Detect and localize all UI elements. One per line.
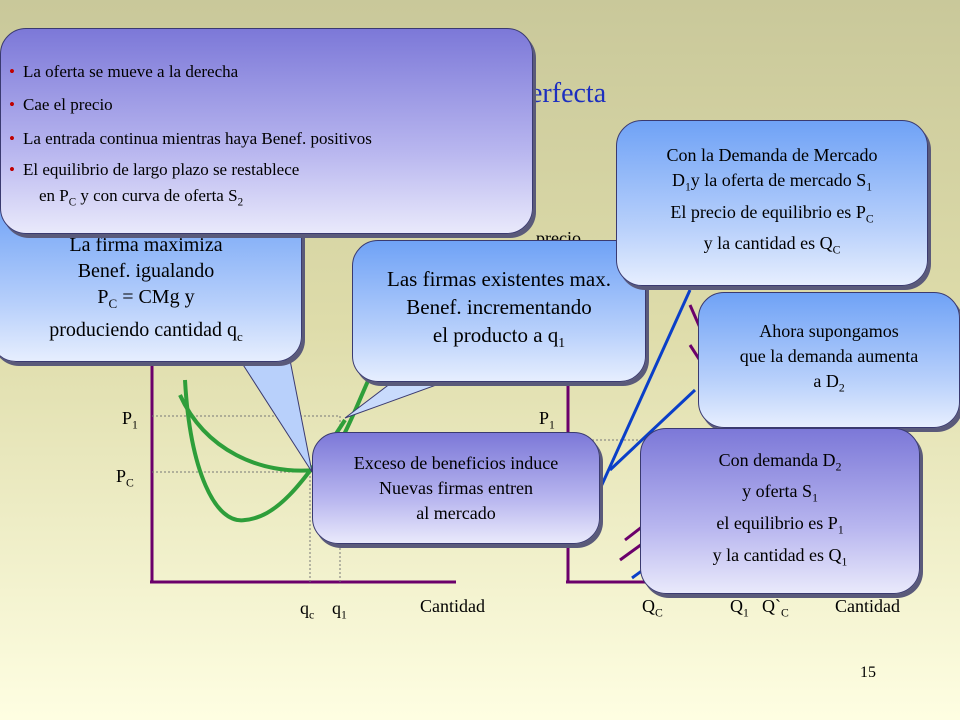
bullet-dot-icon: • <box>9 129 15 148</box>
firm-average-cost-curve <box>183 379 347 523</box>
bullet-item: •La entrada continua mientras haya Benef… <box>9 121 532 157</box>
bullet-item: •Cae el precio <box>9 88 532 121</box>
firm-callout-line2: Benef. igualando <box>77 260 215 282</box>
excess-profits-callout: Exceso de beneficios induce Nuevas firma… <box>312 432 600 544</box>
excess-callout-line2: Nuevas firmas entren <box>379 477 533 498</box>
excess-callout-line1: Exceso de beneficios induce <box>353 452 559 473</box>
existing-callout-line1: Las firmas existentes max. <box>387 266 611 291</box>
demand-d1-line <box>593 289 692 501</box>
market-qc2-label: Q`C <box>762 596 789 620</box>
bullet-dot-icon: • <box>9 160 15 179</box>
newdemand-callout-line2: y oferta S1 <box>742 481 818 505</box>
bullet-item: •El equilibrio de largo plazo se restabl… <box>9 157 532 183</box>
firm-callout-line3: PC = CMg y <box>97 286 195 311</box>
market-callout-line2: D1y la oferta de mercado S1 <box>671 170 873 194</box>
demand-increase-callout: Ahora supongamos que la demanda aumenta … <box>698 292 960 428</box>
market-demand-callout: Con la Demanda de Mercado D1y la oferta … <box>616 120 928 286</box>
market-q1-label: Q1 <box>730 596 749 620</box>
firm-pc-label: PC <box>116 466 134 490</box>
bullet-list: •La oferta se mueve a la derecha •Cae el… <box>9 55 532 183</box>
new-equilibrium-callout: Con demanda D2 y oferta S1 el equilibrio… <box>640 428 920 594</box>
bullet-item: •La oferta se mueve a la derecha <box>9 55 532 88</box>
market-callout-line4: y la cantidad es QC <box>703 233 841 257</box>
market-callout-line3: El precio de equilibrio es PC <box>670 201 874 226</box>
market-qc-label: QC <box>642 596 663 620</box>
existing-callout-line2: Benef. incrementando <box>406 294 592 319</box>
page-number: 15 <box>860 664 876 681</box>
firm-x-axis-label: Cantidad <box>420 596 485 616</box>
bullets-callout: •La oferta se mueve a la derecha •Cae el… <box>0 28 533 234</box>
market-callout-line1: Con la Demanda de Mercado <box>666 145 878 166</box>
firm-callout-line4: produciendo cantidad qc <box>49 319 243 344</box>
suppose-callout-line2: que la demanda aumenta <box>739 346 919 367</box>
firm-callout-pointer <box>239 359 313 473</box>
firm-q1-label: q1 <box>332 598 347 622</box>
excess-callout-line3: al mercado <box>416 502 496 523</box>
existing-callout-line3: el producto a q1 <box>432 322 566 351</box>
demand-d2-line <box>608 388 697 472</box>
market-x-axis-label: Cantidad <box>835 596 900 616</box>
firm-marginal-cost-curve <box>178 371 374 473</box>
firm-callout-line1: La firma maximiza <box>69 234 223 256</box>
suppose-callout-line1: Ahora supongamos <box>759 321 899 342</box>
newdemand-callout-line4: y la cantidad es Q1 <box>712 544 848 569</box>
slide-title: erfecta <box>530 78 607 109</box>
bullet-continuation: en PC y con curva de oferta S2 <box>39 186 244 209</box>
existing-firms-callout: Las firmas existentes max. Benef. increm… <box>352 240 646 382</box>
newdemand-callout-line1: Con demanda D2 <box>718 449 842 474</box>
suppose-callout-line3: a D2 <box>813 371 845 395</box>
newdemand-callout-line3: el equilibrio es P1 <box>716 513 844 537</box>
market-p1-label: P1 <box>539 408 555 432</box>
bullet-dot-icon: • <box>9 95 15 114</box>
firm-p1-label: P1 <box>122 408 138 432</box>
bullet-dot-icon: • <box>9 62 15 81</box>
firm-qc-label: qc <box>300 598 315 622</box>
